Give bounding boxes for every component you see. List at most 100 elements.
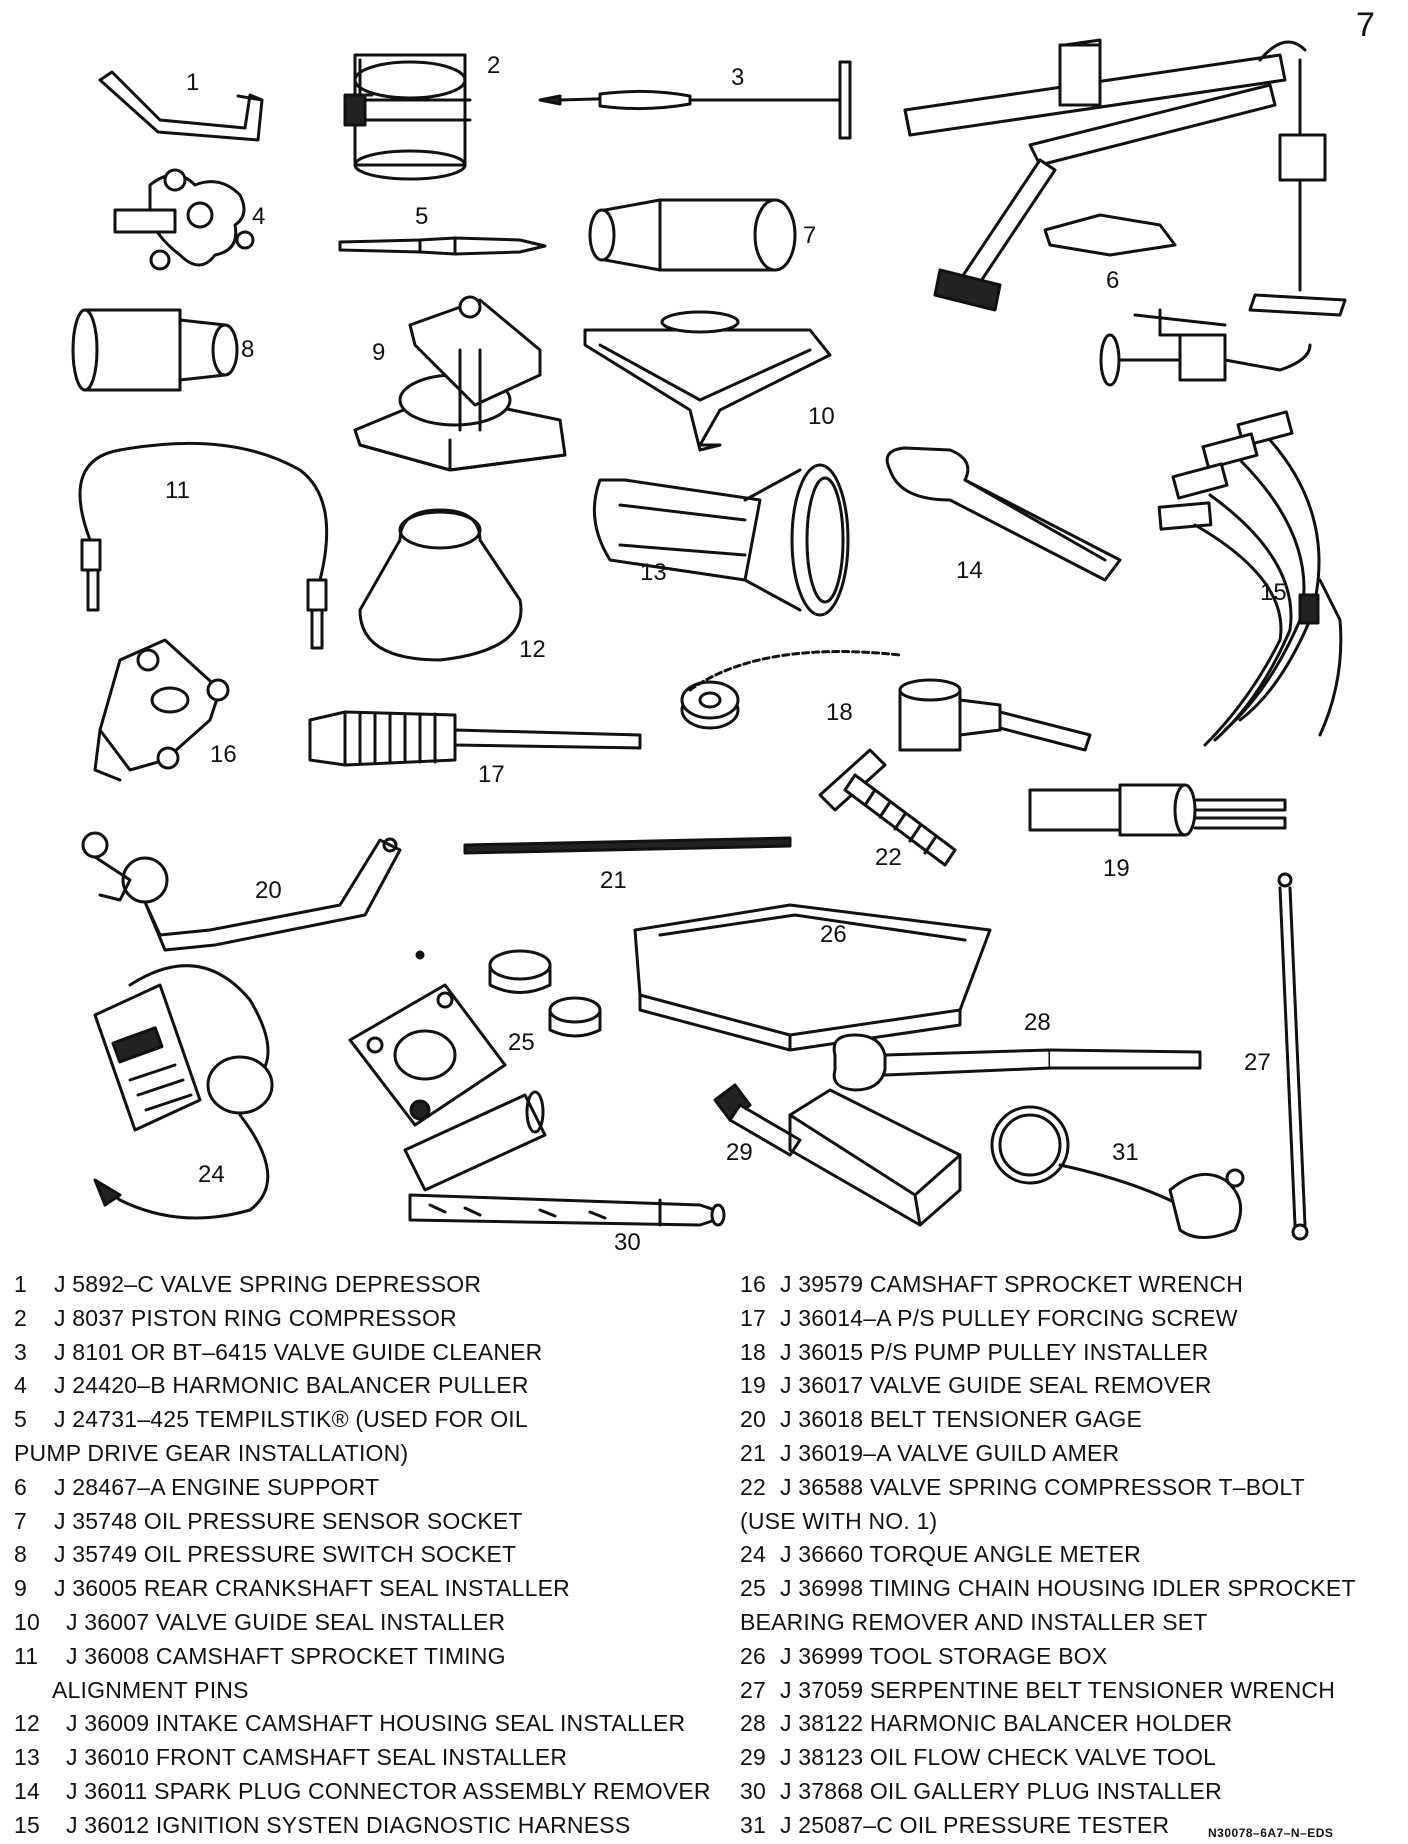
legend-entry: 18 J 36015 P/S PUMP PULLEY INSTALLER	[740, 1336, 1408, 1370]
entry-number: 9	[14, 1575, 27, 1602]
entry-description: J 8101 OR BT–6415 VALVE GUIDE CLEANER	[54, 1338, 543, 1365]
entry-continuation: PUMP DRIVE GEAR INSTALLATION)	[14, 1439, 409, 1466]
entry-number: 16	[740, 1271, 766, 1297]
callout-13: 13	[640, 559, 667, 586]
entry-number: 18	[740, 1338, 766, 1365]
entry-number: 28	[740, 1710, 766, 1737]
callout-15: 15	[1260, 579, 1287, 606]
entry-description: J 36018 BELT TENSIONER GAGE	[780, 1406, 1143, 1433]
callout-28: 28	[1024, 1009, 1051, 1036]
legend-entry: 21 J 36019–A VALVE GUILD AMER	[740, 1437, 1408, 1471]
tool-26-storage-box-icon	[633, 903, 992, 1052]
entry-description: J 37059 SERPENTINE BELT TENSIONER WRENCH	[780, 1676, 1336, 1703]
callout-31: 31	[1112, 1139, 1139, 1166]
tool-19-valve-guide-seal-remover-icon	[1028, 783, 1287, 837]
entry-description: J 36998 TIMING CHAIN HOUSING IDLER SPROC…	[780, 1575, 1356, 1602]
entry-description: J 8037 PISTON RING COMPRESSOR	[54, 1304, 457, 1331]
entry-number: 27	[740, 1676, 766, 1703]
entry-description: J 39579 CAMSHAFT SPROCKET WRENCH	[780, 1271, 1244, 1297]
legend-entry: 17 J 36014–A P/S PULLEY FORCING SCREW	[740, 1302, 1408, 1336]
tool-10-valve-guide-seal-installer-icon	[583, 310, 832, 452]
entry-description: J 36015 P/S PUMP PULLEY INSTALLER	[780, 1338, 1209, 1365]
figure-code: N30078–6A7–N–EDS	[1208, 1826, 1334, 1840]
entry-number: 26	[740, 1642, 766, 1669]
tool-25-idler-sprocket-set-icon	[348, 949, 602, 1192]
entry-number: 24	[740, 1541, 766, 1568]
entry-description: J 36588 VALVE SPRING COMPRESSOR T–BOLT	[780, 1473, 1305, 1500]
tool-31-oil-pressure-tester-icon	[990, 1105, 1245, 1239]
entry-description: J 28467–A ENGINE SUPPORT	[54, 1473, 380, 1500]
entry-number: 17	[740, 1304, 766, 1331]
entry-description: J 36660 TORQUE ANGLE METER	[780, 1541, 1141, 1568]
callout-1: 1	[186, 69, 199, 96]
entry-number: 14	[14, 1777, 40, 1804]
tool-30-oil-gallery-plug-installer-icon	[408, 1193, 726, 1227]
tool-11-timing-alignment-pins-icon	[78, 441, 329, 650]
tool-18-pump-pulley-installer-icon	[680, 650, 1092, 752]
callout-8: 8	[241, 336, 254, 363]
tool-12-intake-camshaft-seal-installer-icon	[358, 508, 523, 662]
tool-9-rear-crankshaft-seal-installer-icon	[353, 295, 567, 472]
entry-description: J 36009 INTAKE CAMSHAFT HOUSING SEAL INS…	[66, 1710, 686, 1737]
tool-6-engine-support-icon	[903, 38, 1347, 387]
tool-14-spark-plug-connector-remover-icon	[885, 446, 1122, 582]
entry-number: 11	[14, 1642, 39, 1669]
entry-description: J 37868 OIL GALLERY PLUG INSTALLER	[780, 1777, 1222, 1804]
entry-description: J 5892–C VALVE SPRING DEPRESSOR	[54, 1271, 482, 1297]
tool-2-piston-ring-compressor-icon	[343, 53, 472, 181]
callout-21: 21	[600, 867, 627, 894]
callout-16: 16	[210, 741, 237, 768]
entry-description: J 36010 FRONT CAMSHAFT SEAL INSTALLER	[66, 1744, 568, 1771]
entry-description: J 36014–A P/S PULLEY FORCING SCREW	[780, 1304, 1238, 1331]
legend-entry: 4 J 24420–B HARMONIC BALANCER PULLER	[14, 1369, 730, 1403]
callout-19: 19	[1103, 855, 1130, 882]
callout-20: 20	[255, 877, 282, 904]
callout-9: 9	[372, 339, 385, 366]
entry-description: J 36017 VALVE GUIDE SEAL REMOVER	[780, 1372, 1212, 1399]
callout-11: 11	[165, 477, 190, 504]
entry-description: J 36019–A VALVE GUILD AMER	[780, 1439, 1120, 1466]
legend-entry: 24 J 36660 TORQUE ANGLE METER	[740, 1538, 1408, 1572]
entry-description: J 24420–B HARMONIC BALANCER PULLER	[54, 1372, 529, 1399]
entry-number: 1	[14, 1271, 27, 1297]
tool-7-oil-pressure-sensor-socket-icon	[588, 198, 797, 272]
tool-21-valve-guide-reamer-icon	[463, 836, 792, 855]
entry-description: J 35749 OIL PRESSURE SWITCH SOCKET	[54, 1541, 517, 1568]
callout-24: 24	[198, 1161, 225, 1188]
entry-number: 13	[14, 1744, 40, 1771]
callout-4: 4	[252, 203, 265, 230]
tools-illustration: 7	[71, 6, 1375, 1250]
callout-7: 7	[803, 222, 816, 249]
tool-24-torque-angle-meter-icon	[93, 964, 274, 1220]
tool-29-oil-flow-check-valve-tool-icon	[713, 1083, 962, 1227]
entry-number: 21	[740, 1439, 766, 1466]
legend-entry: 27 J 37059 SERPENTINE BELT TENSIONER WREN…	[740, 1674, 1408, 1708]
entry-description: J 35748 OIL PRESSURE SENSOR SOCKET	[54, 1507, 523, 1534]
entry-number: 8	[14, 1541, 27, 1568]
entry-number: 29	[740, 1744, 766, 1771]
tool-27-serpentine-wrench-icon	[1277, 872, 1309, 1241]
entry-description: J 25087–C OIL PRESSURE TESTER	[780, 1811, 1170, 1838]
tool-4-harmonic-balancer-puller-icon	[113, 168, 255, 271]
callout-12: 12	[519, 636, 546, 663]
callout-3: 3	[731, 64, 744, 91]
callout-6: 6	[1106, 267, 1119, 294]
entry-description: J 36012 IGNITION SYSTEN DIAGNOSTIC HARNE…	[66, 1811, 631, 1838]
entry-continuation: ALIGNMENT PINS	[52, 1676, 249, 1703]
entry-number: 4	[14, 1372, 27, 1399]
entry-description: J 36011 SPARK PLUG CONNECTOR ASSEMBLY RE…	[66, 1777, 711, 1804]
